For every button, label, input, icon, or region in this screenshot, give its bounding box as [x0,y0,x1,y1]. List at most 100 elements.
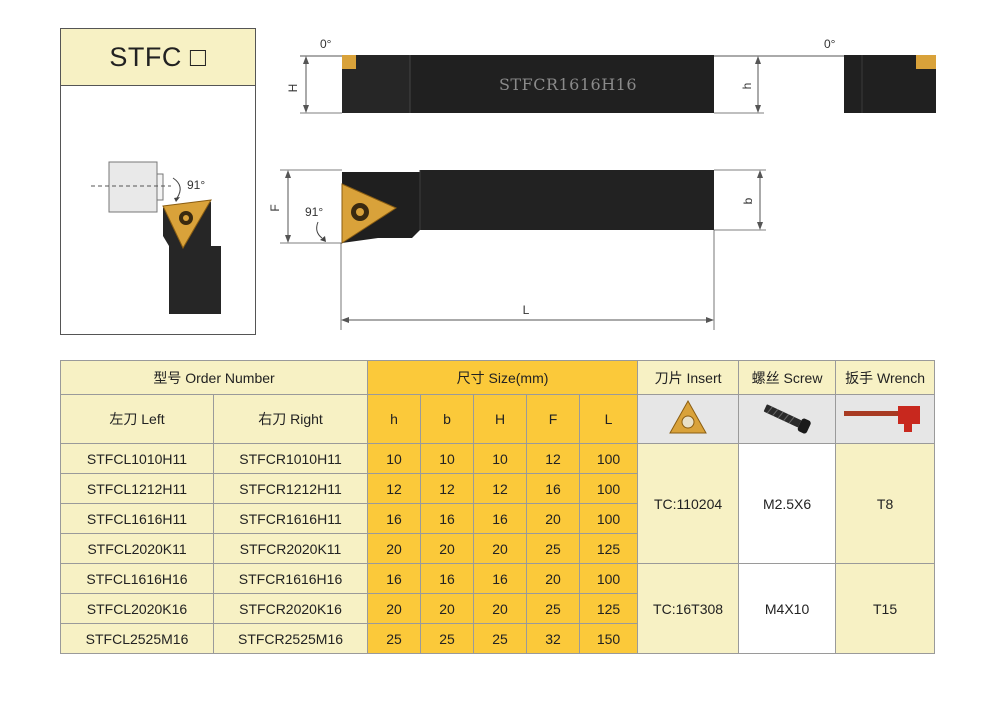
cell-L: 100 [579,503,639,534]
cell-H: 12 [473,473,528,504]
cell-b: 20 [420,533,475,564]
tool-engraving: STFCR1616H16 [499,75,637,94]
cell-left-model: STFCL2020K16 [60,593,214,624]
insert-icon [669,399,707,433]
cell-L: 100 [579,443,639,474]
dim-h-label: h [740,83,754,90]
cell-left-model: STFCL2020K11 [60,533,214,564]
plan-view: F 91° b L [268,169,766,330]
header-insert: 刀片 Insert [637,360,740,395]
rake-angle-right-label: 0° [824,37,836,51]
cell-F: 25 [526,533,581,564]
approach-angle-icon-label: 91° [187,178,205,192]
header-right: 右刀 Right [212,394,369,444]
title-box: STFC □ 91° [60,28,256,335]
cell-b: 25 [420,623,475,654]
insert-side-icon [342,55,356,69]
dimension-drawing: 0° 0° STFCR1616H16 H h [268,37,936,330]
cell-H: 10 [473,443,528,474]
cell-b: 10 [420,443,475,474]
title-label: STFC □ [61,29,255,86]
header-L: L [579,394,639,444]
cell-L: 100 [579,563,639,594]
cell-screw: M4X10 [738,563,837,654]
dim-b-label: b [741,197,755,204]
header-wrench: 扳手 Wrench [835,360,936,395]
screw-icon [763,404,811,434]
header-H: H [473,394,528,444]
cell-L: 125 [579,533,639,564]
cell-L: 150 [579,623,639,654]
header-b: b [420,394,475,444]
cell-h: 12 [367,473,422,504]
cell-right-model: STFCR2525M16 [212,623,369,654]
cell-left-model: STFCL1616H11 [60,503,214,534]
cell-F: 20 [526,503,581,534]
table-subheader-row: 左刀 Left 右刀 Right h b H F L [60,394,936,444]
cell-right-model: STFCR1212H11 [212,473,369,504]
cell-L: 125 [579,593,639,624]
cell-right-model: STFCR2020K11 [212,533,369,564]
cell-right-model: STFCR1010H11 [212,443,369,474]
cell-right-model: STFCR2020K16 [212,593,369,624]
dim-H-label: H [286,84,300,93]
tool-orientation-icon: 91° [91,161,221,314]
insert-plan-icon [341,183,398,244]
cell-F: 32 [526,623,581,654]
cell-H: 16 [473,563,528,594]
cell-H: 16 [473,503,528,534]
cell-h: 10 [367,443,422,474]
header-h: h [367,394,422,444]
cell-right-model: STFCR1616H11 [212,503,369,534]
insert-image-cell [637,394,740,444]
cell-left-model: STFCL1212H11 [60,473,214,504]
header-F: F [526,394,581,444]
header-screw: 螺丝 Screw [738,360,837,395]
cell-b: 16 [420,563,475,594]
table-header-row: 型号 Order Number 尺寸 Size(mm) 刀片 Insert 螺丝… [59,360,936,395]
cell-F: 20 [526,563,581,594]
cell-b: 16 [420,503,475,534]
rake-angle-left-label: 0° [320,37,332,51]
cell-h: 25 [367,623,422,654]
cell-h: 20 [367,533,422,564]
dim-L-label: L [523,303,530,317]
cell-F: 12 [526,443,581,474]
header-size: 尺寸 Size(mm) [367,360,639,395]
cell-left-model: STFCL1616H16 [60,563,214,594]
cell-H: 25 [473,623,528,654]
cell-h: 20 [367,593,422,624]
cell-wrench: T8 [835,443,936,564]
cell-b: 12 [420,473,475,504]
approach-angle-label: 91° [305,205,323,219]
cell-b: 20 [420,593,475,624]
cell-left-model: STFCL1010H11 [60,443,214,474]
cell-H: 20 [473,593,528,624]
title-icon-area: 91° [61,86,255,334]
side-view: 0° 0° STFCR1616H16 H h [286,37,936,114]
cell-wrench: T15 [835,563,936,654]
spec-table: 型号 Order Number 尺寸 Size(mm) 刀片 Insert 螺丝… [59,360,936,654]
cell-insert: TC:16T308 [637,563,740,654]
wrench-image-cell [835,394,936,444]
cell-insert: TC:110204 [637,443,740,564]
cell-H: 20 [473,533,528,564]
cell-F: 25 [526,593,581,624]
dim-F-label: F [268,204,282,211]
cell-left-model: STFCL2525M16 [60,623,214,654]
cell-right-model: STFCR1616H16 [212,563,369,594]
cell-h: 16 [367,503,422,534]
header-left: 左刀 Left [60,394,214,444]
cell-F: 16 [526,473,581,504]
header-order-number: 型号 Order Number [59,360,369,395]
cell-L: 100 [579,473,639,504]
wrench-icon [844,405,921,432]
screw-image-cell [738,394,837,444]
